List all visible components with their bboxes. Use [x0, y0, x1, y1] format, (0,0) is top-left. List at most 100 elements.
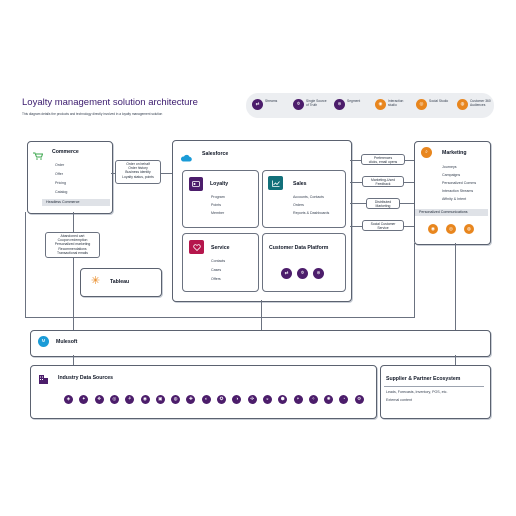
industry-source-2-icon: ✦: [79, 395, 89, 404]
legend-label: Customer 360 Audiences: [470, 99, 491, 107]
mulesoft-title: Mulesoft: [56, 339, 78, 345]
loyalty-item: Member: [211, 211, 225, 215]
customer-360-icon: ◍: [464, 224, 474, 234]
connector-line: [455, 355, 456, 365]
interaction-studio-icon: ◉: [375, 99, 386, 110]
marketing-item: Personalized Comms: [442, 181, 477, 185]
marketing-item: Campaigns: [442, 173, 461, 177]
partner-item: External content: [386, 398, 412, 402]
commerce-item: Catalog: [55, 190, 68, 194]
sales-box: [262, 170, 346, 228]
callout-commerce-bottom: Abandoned cart Coupon redemption Persona…: [45, 232, 100, 258]
social-studio-icon: ◎: [446, 224, 456, 234]
interaction-studio-icon: ◉: [428, 224, 438, 234]
connector-line: [25, 317, 414, 318]
mulesoft-box: [30, 330, 491, 357]
legend-label: Single Source of Truth: [306, 99, 327, 107]
connector-line: [73, 212, 74, 330]
marketing-item: Journeys: [442, 165, 457, 169]
sales-item: Orders: [293, 203, 304, 207]
partner-divider: [384, 386, 484, 387]
marketing-item: Affinity & Intent: [442, 197, 467, 201]
service-heart-icon: [189, 240, 204, 254]
commerce-title: Commerce: [52, 149, 79, 155]
cdp-title: Customer Data Platform: [269, 245, 329, 251]
connector-line: [455, 243, 456, 330]
tableau-box: [80, 268, 162, 297]
industry-source-16-icon: ◓: [293, 395, 303, 404]
service-item: Cases: [211, 268, 222, 272]
loyalty-item: Points: [211, 203, 221, 207]
sales-item: Reports & Dashboards: [293, 211, 330, 215]
mulesoft-icon: M: [38, 336, 49, 347]
connector-line: [261, 300, 262, 330]
loyalty-title: Loyalty: [210, 181, 229, 187]
commerce-footer: Headless Commerce: [42, 199, 110, 206]
legend-label: Streams: [265, 99, 278, 103]
partner-box: [380, 365, 491, 419]
marketing-title: Marketing: [442, 150, 467, 156]
industry-source-19-icon: ◔: [339, 395, 349, 404]
cdp-box: [262, 233, 346, 292]
industry-source-12-icon: ◑: [232, 395, 242, 404]
service-item: Offers: [211, 277, 221, 281]
service-item: Contacts: [211, 259, 226, 263]
salesforce-title: Salesforce: [202, 151, 229, 157]
industry-source-6-icon: ◉: [140, 395, 150, 404]
connector-line: [25, 212, 26, 318]
commerce-item: Order: [55, 163, 65, 167]
sales-chart-icon: [268, 176, 283, 190]
building-icon: [38, 371, 49, 384]
industry-source-3-icon: ❖: [94, 395, 104, 404]
callout-distributed-marketing: Distributed Marketing: [366, 198, 400, 209]
marketing-item: Interaction Streams: [442, 189, 474, 193]
loyalty-item: Program: [211, 195, 225, 199]
commerce-item: Offer: [55, 172, 63, 176]
industry-source-7-icon: ▣: [155, 395, 165, 404]
industry-source-14-icon: ◒: [262, 395, 272, 404]
streams-icon: ⇄: [281, 268, 292, 279]
industry-source-17-icon: ✧: [308, 395, 318, 404]
industry-source-1-icon: ◈: [64, 395, 73, 404]
industry-box: [30, 365, 377, 419]
callout-social-service: Social Customer Service: [362, 220, 404, 231]
industry-source-8-icon: ◍: [171, 395, 181, 404]
sales-item: Accounts, Contacts: [293, 195, 324, 199]
tableau-title: Tableau: [110, 279, 130, 285]
sales-title: Sales: [293, 181, 307, 187]
page-subtitle: This diagram details the products and te…: [22, 112, 163, 116]
legend: [246, 93, 494, 118]
industry-source-10-icon: ◐: [201, 395, 211, 404]
legend-label: Interaction studio: [388, 99, 404, 107]
partner-item: Leads, Forecasts, Inventory, POS, etc.: [386, 390, 448, 394]
industry-title: Industry Data Sources: [58, 375, 114, 381]
callout-preferences: Preferences clicks, email opens: [361, 154, 405, 165]
segment-icon: ⊛: [334, 99, 345, 110]
industry-source-18-icon: ✺: [324, 395, 334, 404]
customer-360-icon: ◍: [457, 99, 468, 110]
legend-label: Social Studio: [429, 99, 449, 103]
industry-source-15-icon: ⬢: [278, 395, 288, 404]
single-source-icon: ✲: [297, 268, 308, 279]
legend-label: Segment: [347, 99, 361, 103]
marketing-footer: Personalized Communications: [415, 209, 488, 216]
loyalty-icon: [189, 177, 203, 191]
tableau-icon: ✳: [90, 275, 101, 287]
segment-icon: ⊛: [313, 268, 324, 279]
salesforce-cloud-icon: [180, 149, 192, 162]
commerce-icon: [33, 147, 44, 160]
partner-title: Supplier & Partner Ecosystem: [386, 376, 461, 382]
industry-source-13-icon: ✣: [247, 395, 257, 404]
industry-source-9-icon: ✚: [186, 395, 196, 404]
page-title: Loyalty management solution architecture: [22, 97, 198, 108]
streams-icon: ⇄: [252, 99, 263, 110]
service-title: Service: [211, 245, 230, 251]
commerce-item: Pricing: [55, 181, 66, 185]
single-source-icon: ✲: [293, 99, 304, 110]
industry-source-11-icon: ✪: [217, 395, 226, 404]
connector-line: [414, 243, 415, 318]
industry-source-5-icon: ⚘: [125, 395, 135, 404]
marketing-search-icon: ⌕: [421, 147, 432, 158]
callout-commerce-salesforce: Order on behalf Order history Business i…: [115, 160, 161, 184]
industry-source-20-icon: ⚙: [354, 395, 364, 404]
